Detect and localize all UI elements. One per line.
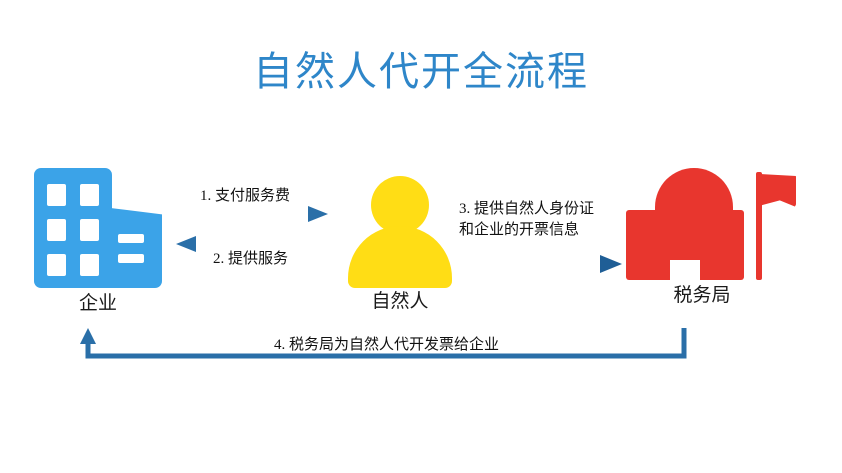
edge-label-1: 1. 支付服务费 xyxy=(200,188,291,204)
node-enterprise[interactable]: 企业 xyxy=(34,168,162,314)
office-building-icon xyxy=(34,168,162,288)
flag-icon xyxy=(622,168,798,284)
arrow-provide-service xyxy=(176,236,328,252)
government-building-icon xyxy=(622,168,752,284)
edge-label-3: 3. 提供自然人身份证 和企业的开票信息 xyxy=(459,201,595,238)
person-icon xyxy=(348,176,452,288)
edge-label-4: 4. 税务局为自然人代开发票给企业 xyxy=(274,337,500,353)
node-enterprise-label: 企业 xyxy=(78,293,117,314)
node-natural-person[interactable]: 自然人 xyxy=(348,176,452,312)
page-title: 自然人代开全流程 xyxy=(253,49,589,94)
edge-label-2: 2. 提供服务 xyxy=(213,251,289,267)
node-tax-bureau[interactable]: 税务局 xyxy=(622,168,796,306)
arrow-tax-bureau-issues-invoice xyxy=(80,328,687,359)
arrow-pay-service-fee xyxy=(176,206,328,222)
arrow-provide-identity-and-invoice-info xyxy=(456,255,622,273)
node-natural-person-label: 自然人 xyxy=(371,291,429,312)
node-tax-bureau-label: 税务局 xyxy=(673,285,731,306)
